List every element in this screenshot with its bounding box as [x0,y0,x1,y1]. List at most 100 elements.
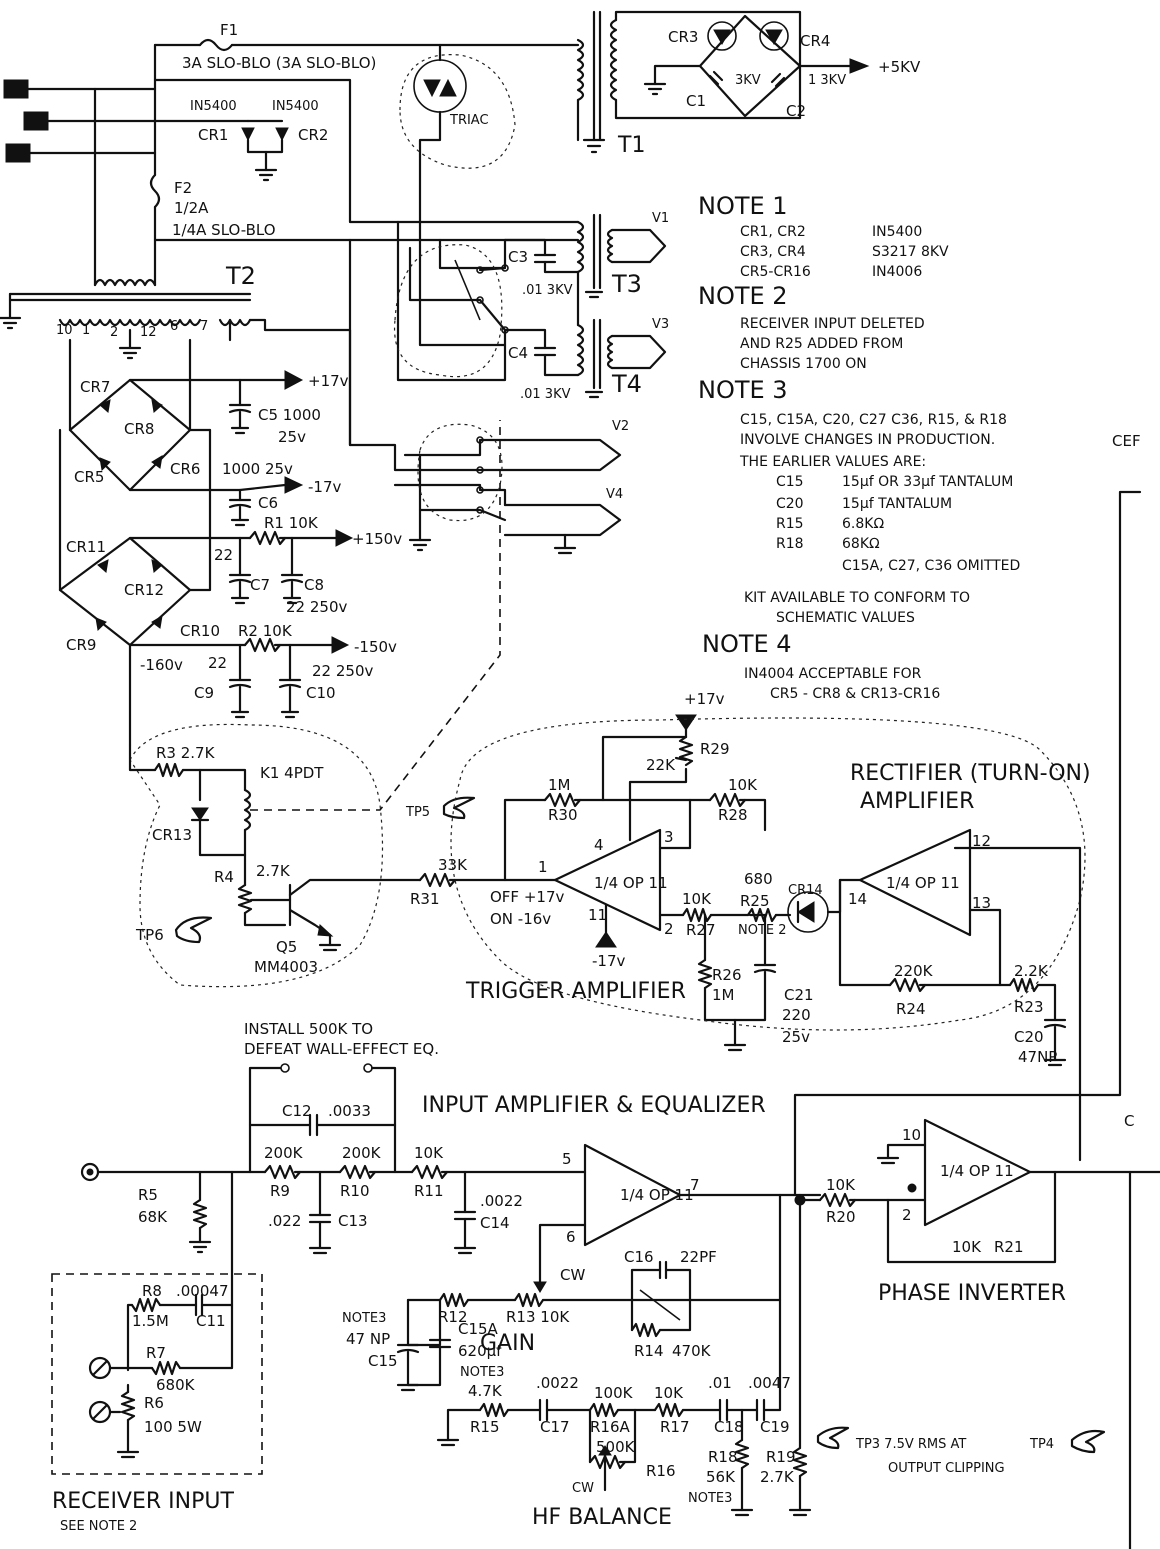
cr4-label: CR4 [800,32,830,50]
r9-label: R9 [270,1182,290,1200]
r6-value: 100 5W [144,1418,202,1436]
r25-value: 680 [744,870,773,888]
c-mark: C [1124,1112,1134,1130]
r24-resistor [888,977,927,993]
cr5-diode-icon [99,457,111,472]
r8-resistor [130,1297,162,1313]
r15-label: R15 [470,1418,500,1436]
r12-label: R12 [438,1308,468,1326]
c13-label: C13 [338,1212,368,1230]
r29-value: 22K [646,756,676,774]
r5-label: R5 [138,1186,158,1204]
cef-mark: CEF [1112,432,1141,450]
r27-value: 10K [682,890,712,908]
t2-tap-1: 1 [82,323,90,338]
note1-row3-parts: CR5-CR16 [740,264,811,280]
t4-label: T4 [611,370,642,398]
input-pin-5: 5 [562,1150,572,1168]
note4-title: NOTE 4 [702,630,792,658]
input-opamp [583,1143,682,1247]
r3-label: R3 2.7K [156,744,216,762]
r11-value: 10K [414,1144,444,1162]
r30-label: R30 [548,806,578,824]
r6-label: R6 [144,1394,164,1412]
trigger-p17: +17v [684,690,725,708]
c8-label: C8 [304,576,324,594]
r12-resistor [438,1292,470,1308]
hf-cw-label: CW [572,1481,594,1496]
r16-label: R16 [646,1462,676,1480]
f2-a-label: 1/2A [174,199,209,217]
note1-row1-value: IN5400 [872,224,922,240]
hv-rectifier: CR3 CR4 3KV 1 3KV C1 C2 +5KV [643,14,921,120]
r29-label: R29 [700,740,730,758]
r16-value: 500K [596,1438,636,1456]
input-amplifier: R5 68K INSTALL 500K TO DEFEAT WALL-EFFEC… [80,1020,822,1530]
cr2-label: CR2 [298,126,328,144]
q5-label: Q5 [276,938,297,956]
c5-voltage: 25v [278,428,306,446]
mains-input: F1 3A SLO-BLO (3A SLO-BLO) F2 1/2A 1/4A … [3,21,580,287]
cr14-diode-icon [797,901,815,923]
c14-label: C14 [480,1214,510,1232]
r11-resistor [410,1164,449,1180]
r30-resistor [543,792,582,808]
mains-terminal-2 [23,111,49,131]
fuse-f1-symbol [198,38,234,52]
cr1-diode-icon [241,127,255,142]
r16a-resistor [588,1402,620,1418]
install-note-2: DEFEAT WALL-EFFECT EQ. [244,1040,439,1058]
c7-c8-rating: 22 250v [286,598,347,616]
note4-line2: CR5 - CR8 & CR13-CR16 [770,686,940,702]
input-opamp-label: 1/4 OP 11 [620,1186,694,1204]
rectifier-pin-12: 12 [972,832,991,850]
trigger-pin-1: 1 [538,858,548,876]
r28-resistor [708,792,747,808]
c16-label: C16 [624,1248,654,1266]
transformer-t2: T2 10 1 2 12 6 7 [0,262,352,447]
r10-resistor [338,1164,377,1180]
note1-row1-parts: CR1, CR2 [740,224,806,240]
m160-label: -160v [140,656,183,674]
r8-value: 1.5M [132,1312,169,1330]
note2-line1: RECEIVER INPUT DELETED [740,316,925,332]
note1-row2-parts: CR3, CR4 [740,244,806,260]
cr10-label: CR10 [180,622,220,640]
c15a-label: C15A [458,1320,499,1338]
rectifier-title: RECTIFIER (TURN-ON) [850,761,1091,786]
r14-resistor [630,1322,662,1338]
phase-pin-2: 2 [902,1206,912,1224]
r20-label: R20 [826,1208,856,1226]
c2-label: C2 [786,102,806,120]
c3-label: C3 [508,248,528,266]
c1-voltage: 3KV [735,73,761,88]
r18-label: R18 [708,1448,738,1466]
r27-resistor [681,907,713,923]
bridge-cr5-cr8: CR7 CR8 CR5 CR6 +17v C5 1000 25v 1000 25… [68,338,349,527]
r18-note: NOTE3 [688,1491,732,1506]
r24-label: R24 [896,1000,926,1018]
phase-inverter-title: PHASE INVERTER [878,1281,1066,1306]
rectifier-opamp-label: 1/4 OP 11 [886,874,960,892]
note1-title: NOTE 1 [698,192,788,220]
p17-label: +17v [308,372,349,390]
note3-title: NOTE 3 [698,376,788,404]
cr10-diode-icon [151,615,163,629]
r21-label: R21 [994,1238,1024,1256]
tp3-label: TP3 7.5V RMS AT [855,1437,966,1452]
f1-rating: 3A SLO-BLO (3A SLO-BLO) [182,54,376,72]
c7-label: C7 [250,576,270,594]
receiver-terminal-2 [88,1400,112,1424]
tp6-label: TP6 [135,926,164,944]
rectifier-amplifier: RECTIFIER (TURN-ON) AMPLIFIER 1/4 OP 11 … [838,761,1091,1162]
t2-tap-6: 6 [170,319,178,334]
r15-value: 4.7K [468,1382,503,1400]
r17-label: R17 [660,1418,690,1436]
r13-label: R13 10K [506,1308,570,1326]
rectifier-opamp [858,828,972,937]
relay-driver: R3 2.7K K1 4PDT CR13 R4 2.7K Q5 MM4003 T… [128,420,501,988]
r17-resistor [653,1402,685,1418]
cr9-diode-icon [95,617,107,632]
r2-resistor [243,637,282,653]
